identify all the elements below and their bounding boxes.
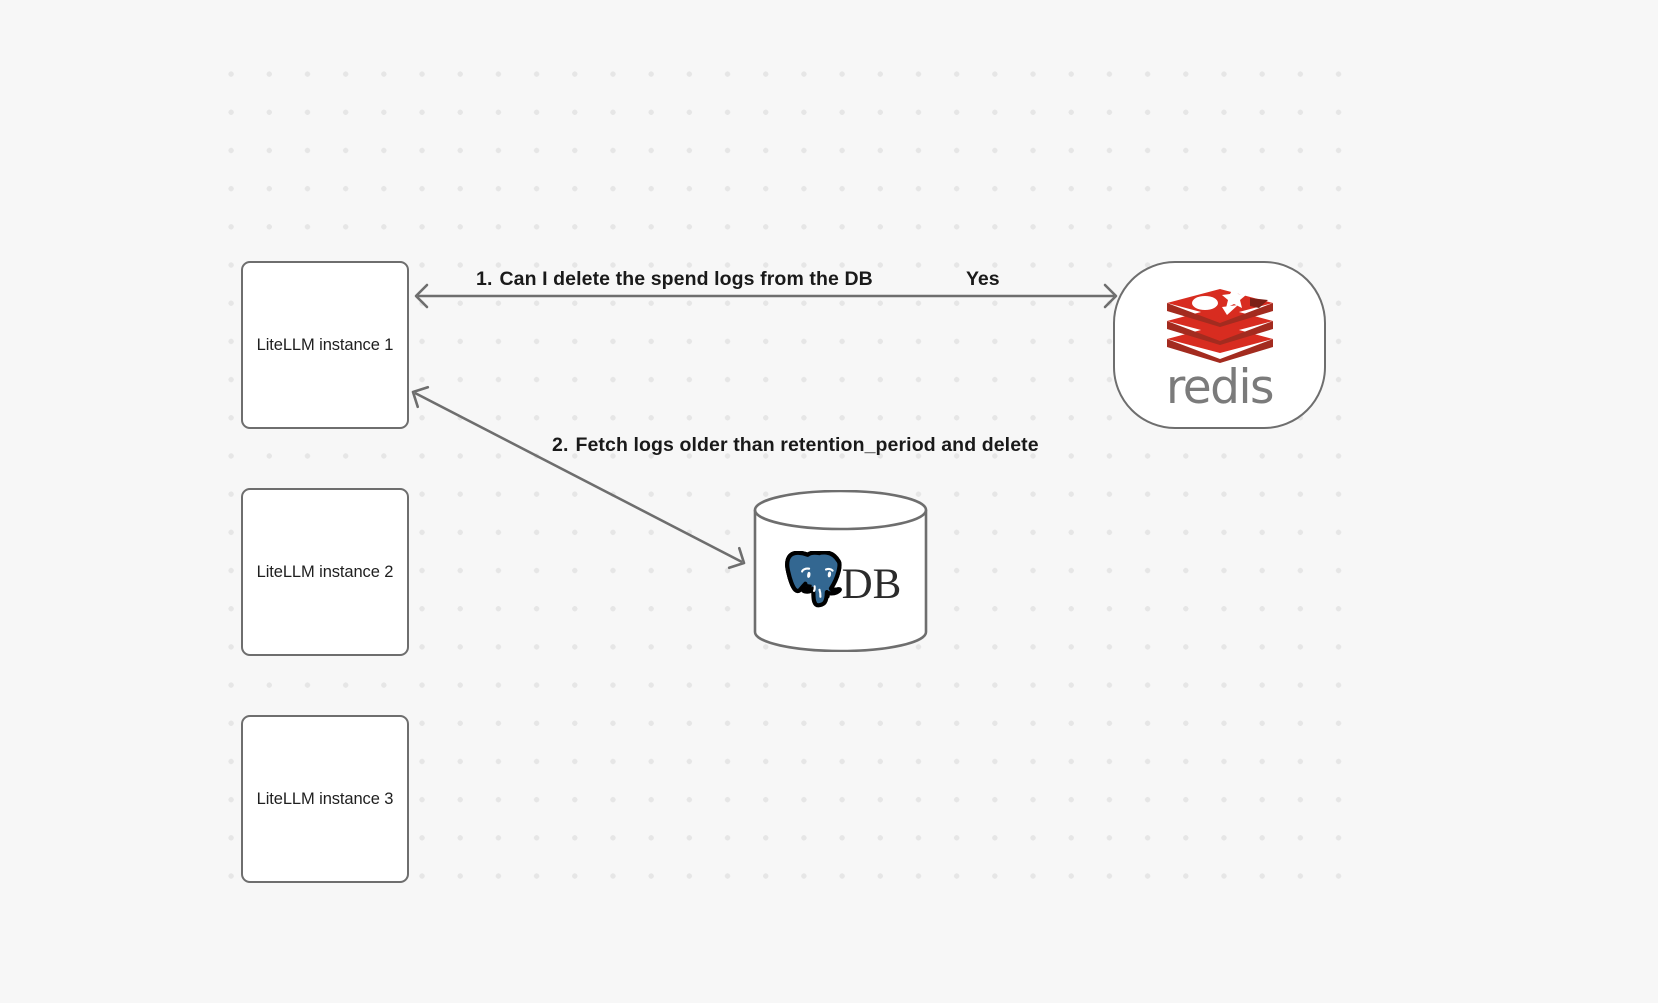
- node-redis[interactable]: redis: [1113, 261, 1326, 429]
- node-label: LiteLLM instance 3: [256, 789, 394, 808]
- edge-label-2: 2. Fetch logs older than retention_period…: [552, 434, 1039, 457]
- edge-1-reply-label: Yes: [966, 268, 1000, 290]
- node-label: LiteLLM instance 1: [256, 335, 394, 354]
- edge-1-number: 1.: [476, 268, 493, 290]
- node-litellm-instance-1[interactable]: LiteLLM instance 1: [241, 261, 409, 429]
- cylinder-shape: [753, 489, 928, 653]
- node-litellm-instance-3[interactable]: LiteLLM instance 3: [241, 715, 409, 883]
- edge-1-text: Can I delete the spend logs from the DB: [499, 268, 873, 290]
- edge-label-1: 1. Can I delete the spend logs from the D…: [476, 268, 873, 291]
- edge-2-number: 2.: [552, 434, 569, 456]
- node-litellm-instance-2[interactable]: LiteLLM instance 2: [241, 488, 409, 656]
- database-label: DB: [841, 560, 902, 608]
- redis-wordmark-label: redis: [1165, 360, 1275, 415]
- redis-logo-icon: [1166, 287, 1273, 363]
- edge-2-text: Fetch logs older than retention_period a…: [575, 434, 1039, 456]
- postgresql-elephant-icon: [784, 551, 842, 608]
- node-label: LiteLLM instance 2: [256, 562, 394, 581]
- node-database[interactable]: DB: [753, 489, 928, 653]
